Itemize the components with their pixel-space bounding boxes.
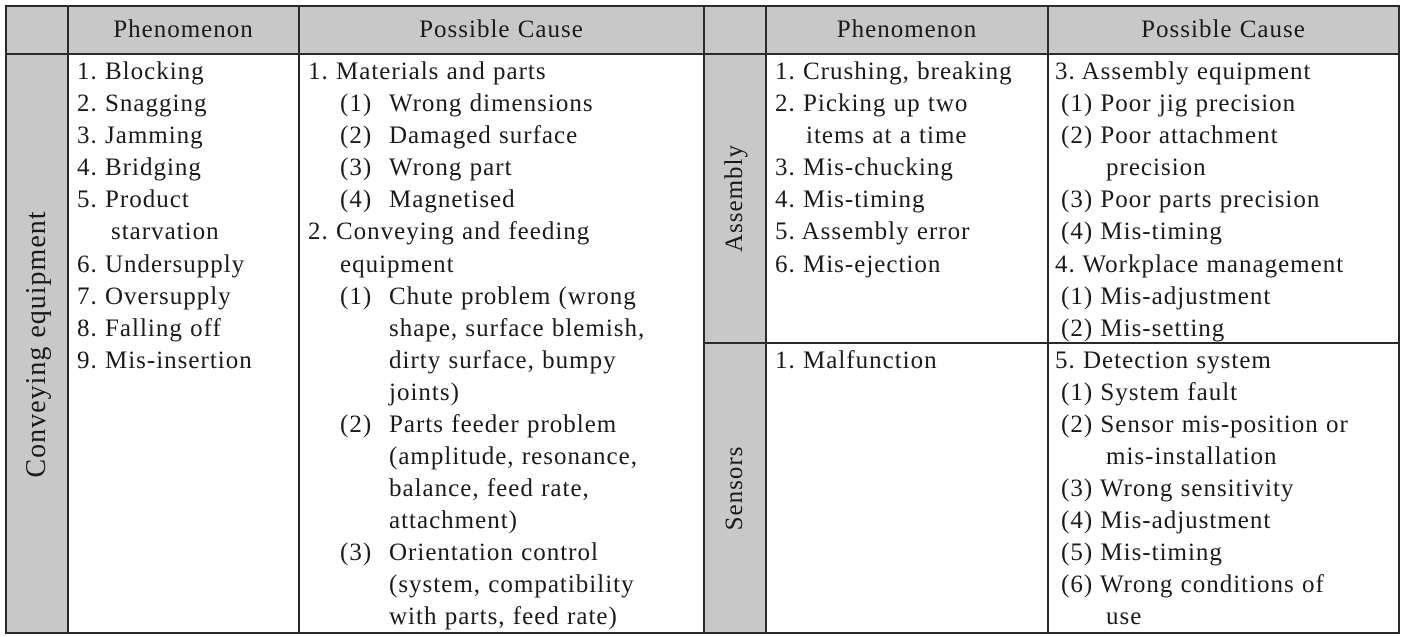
divider-4 [765,5,767,634]
conveying-cause-number: (2) [340,411,373,438]
conveying-cause: Damaged surface [389,122,579,149]
assembly-cause: (3) Poor parts precision [1061,186,1321,213]
assembly-cause: (1) Poor jig precision [1061,90,1297,117]
assembly-phenomenon: 5. Assembly error [775,218,971,245]
sensors-side-cell [704,343,766,633]
conveying-cause-number: (3) [340,539,373,566]
conveying-cause: joints) [389,379,460,406]
divider-3 [703,5,705,634]
conveying-cause-number: (1) [340,283,373,310]
conveying-cause: attachment) [389,507,518,534]
assembly-cause: (2) Mis-setting [1061,315,1226,342]
sensors-cause: use [1106,603,1143,630]
assembly-cause: (1) Mis-adjustment [1061,283,1272,310]
conveying-cause: balance, feed rate, [389,475,590,502]
border-left [5,5,7,634]
header-right-cause: Possible Cause [1141,16,1306,43]
conveying-cause: 2. Conveying and feeding [308,218,591,245]
assembly-cause: (2) Poor attachment [1061,122,1279,149]
assembly-cause: (4) Mis-timing [1061,218,1223,245]
sensors-cause: (2) Sensor mis-position or [1061,411,1349,438]
conveying-cause: with parts, feed rate) [389,603,618,630]
header-left-cause: Possible Cause [419,16,584,43]
conveying-cause-number: (1) [340,90,373,117]
conveying-cause-number: (3) [340,154,373,181]
sensors-cause: 5. Detection system [1055,347,1272,374]
conveying-cause-number: (4) [340,186,373,213]
divider-5 [1047,5,1049,634]
section-sensors-label: Sensors [721,445,748,531]
section-assembly-label: Assembly [721,144,748,252]
header-left-phenomenon: Phenomenon [113,16,254,43]
sensors-phenomenon: 1. Malfunction [775,347,938,374]
conveying-phenomenon: 6. Undersupply [77,251,246,278]
assembly-phenomenon: 1. Crushing, breaking [775,58,1013,85]
conveying-cause: (system, compatibility [389,571,635,598]
conveying-phenomenon: 4. Bridging [77,154,202,181]
sensors-cause: (5) Mis-timing [1061,539,1223,566]
sensors-cause: mis-installation [1106,443,1278,470]
conveying-cause: Parts feeder problem [389,411,618,438]
conveying-phenomenon: 9. Mis-insertion [77,347,253,374]
assembly-cause: 4. Workplace management [1055,251,1345,278]
header-divider [5,53,1400,55]
border-bottom [5,632,1400,634]
assembly-cause: precision [1106,154,1207,181]
conveying-phenomenon: 2. Snagging [77,90,208,117]
conveying-phenomenon: starvation [111,218,220,245]
assembly-side-cell [704,54,766,343]
sensors-cause: (1) System fault [1061,379,1239,406]
assembly-cause: 3. Assembly equipment [1055,58,1312,85]
sensors-cause: (6) Wrong conditions of [1061,571,1325,598]
conveying-cause: Magnetised [389,186,516,213]
conveying-cause: dirty surface, bumpy [389,347,617,374]
header-row [6,6,1399,54]
assembly-phenomenon: 2. Picking up two [775,90,969,117]
divider-1 [67,5,69,634]
assembly-phenomenon: 3. Mis-chucking [775,154,954,181]
conveying-phenomenon: 5. Product [77,186,190,213]
sensors-cause: (3) Wrong sensitivity [1061,475,1295,502]
section-conveying-label: Conveying equipment [21,210,52,478]
assembly-phenomenon: items at a time [806,122,968,149]
conveying-phenomenon: 1. Blocking [77,58,205,85]
assembly-sensors-divider [704,342,1400,344]
border-right [1398,5,1400,634]
conveying-cause: (amplitude, resonance, [389,443,638,470]
header-right-phenomenon: Phenomenon [836,16,978,43]
conveying-cause-number: (2) [340,122,373,149]
conveying-cause: Wrong dimensions [389,90,594,117]
conveying-side-cell [6,54,68,633]
divider-2 [298,5,300,634]
border-top [5,5,1400,7]
conveying-cause: 1. Materials and parts [308,58,547,85]
conveying-phenomenon: 7. Oversupply [77,283,232,310]
assembly-phenomenon: 6. Mis-ejection [775,251,942,278]
conveying-phenomenon: 3. Jamming [77,122,204,149]
conveying-cause: equipment [340,251,455,278]
conveying-phenomenon: 8. Falling off [77,315,222,342]
assembly-phenomenon: 4. Mis-timing [775,186,926,213]
conveying-cause: Orientation control [389,539,599,566]
conveying-cause: Chute problem (wrong [389,283,637,310]
conveying-cause: shape, surface blemish, [389,315,646,342]
conveying-cause: Wrong part [389,154,513,181]
sensors-cause: (4) Mis-adjustment [1061,507,1272,534]
